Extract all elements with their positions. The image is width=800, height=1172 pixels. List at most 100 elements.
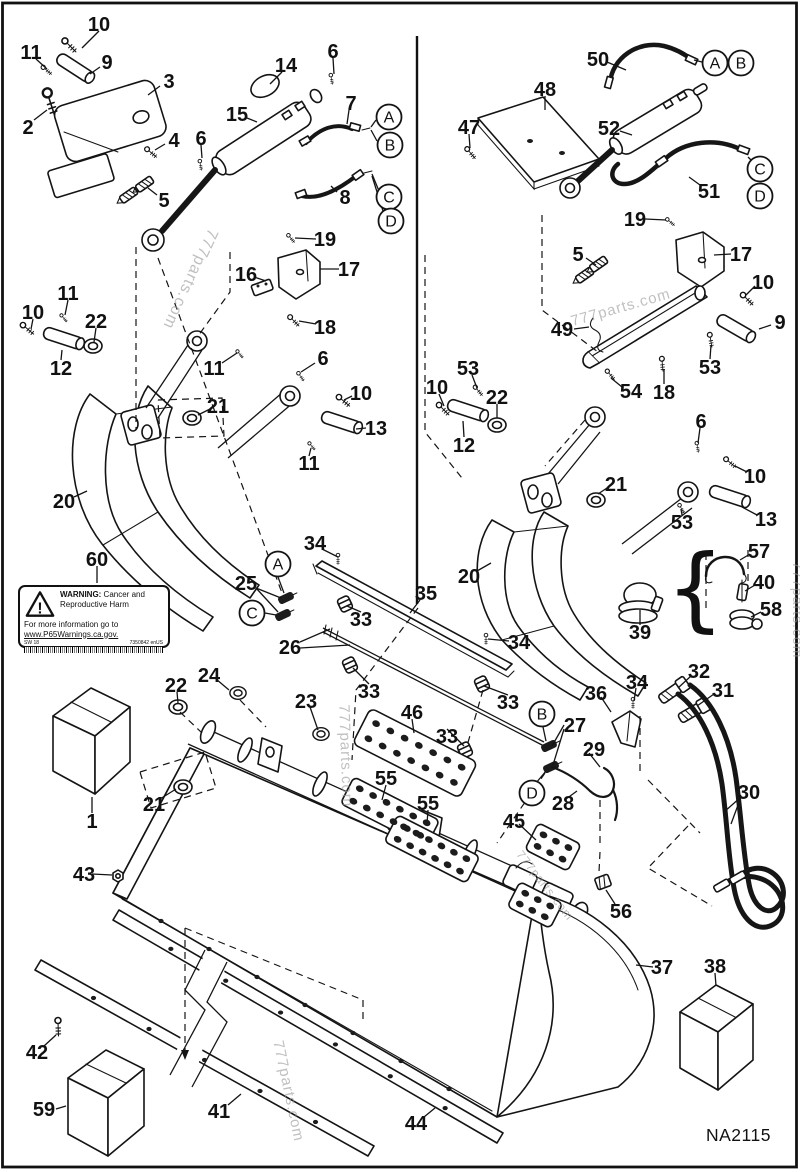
bolt-hole-dot <box>206 946 212 952</box>
part-bolt-19 <box>285 232 297 245</box>
dashed-construction-line <box>197 252 231 337</box>
watermark: 777parts.com <box>790 562 800 659</box>
letter-D: D <box>526 786 538 803</box>
part-pin-12b <box>445 397 491 424</box>
leader-line <box>269 71 283 85</box>
leader-line <box>713 253 732 256</box>
label-code-left: SW 18 <box>24 640 40 646</box>
callout-22: 22 <box>486 387 508 409</box>
leader-line <box>60 349 63 361</box>
part-screw-4 <box>143 145 159 160</box>
callout-35: 35 <box>415 583 437 605</box>
leader-line <box>709 344 712 360</box>
callout-9: 9 <box>774 312 785 334</box>
part-clamp-58 <box>729 609 763 630</box>
callout-10: 10 <box>744 466 766 488</box>
callout-57: 57 <box>748 541 770 563</box>
leader-line <box>277 576 285 594</box>
leader-line <box>147 187 158 196</box>
leader-line <box>370 119 377 128</box>
leader-line <box>697 427 701 444</box>
part-screw-5d <box>584 254 610 277</box>
svg-text:!: ! <box>37 600 42 617</box>
prop65-warning-label: ! WARNING: Cancer and Reproductive Harm … <box>18 585 170 653</box>
callout-20: 20 <box>53 491 75 513</box>
leader-line <box>741 506 758 516</box>
part-clamp-39 <box>618 582 664 624</box>
callout-18: 18 <box>653 382 675 404</box>
leader-line <box>299 628 331 643</box>
leader-line <box>745 285 756 296</box>
bolt-hole-dot <box>302 1002 308 1008</box>
part-screw-54 <box>603 367 617 382</box>
leader-line <box>610 377 623 388</box>
part-ring-14 <box>250 73 280 99</box>
callout-10: 10 <box>22 302 44 324</box>
leader-line <box>321 548 339 558</box>
letter-C: C <box>383 190 395 207</box>
callout-11: 11 <box>203 358 224 380</box>
leader-line <box>552 728 565 766</box>
leader-line <box>696 693 715 707</box>
part-bracket-36 <box>611 710 642 748</box>
part-hoses-30 <box>675 682 786 930</box>
callout-31: 31 <box>712 680 734 702</box>
dashed-construction-line <box>647 825 713 907</box>
leader-line <box>215 678 230 691</box>
warning-info: For more information go to www.P65Warnin… <box>24 620 163 639</box>
callout-22: 22 <box>85 311 107 333</box>
leader-line <box>677 675 692 689</box>
callout-34: 34 <box>304 533 327 555</box>
callout-23: 23 <box>295 691 317 713</box>
dashed-construction-line <box>647 779 701 834</box>
leader-line <box>565 790 578 800</box>
part-bushing-23 <box>312 726 330 742</box>
leader-line <box>371 173 380 192</box>
part-cylinder-15 <box>141 88 323 252</box>
callout-11: 11 <box>57 283 78 305</box>
part-bolt-19b <box>664 216 677 228</box>
callout-12: 12 <box>453 435 475 457</box>
part-bracket-17b <box>675 231 725 288</box>
bolt-hole-dot <box>332 1042 339 1047</box>
part-bracket-17a <box>277 249 321 300</box>
dashed-construction-line <box>157 397 225 439</box>
callout-6: 6 <box>317 348 328 370</box>
callout-59: 59 <box>33 1099 55 1121</box>
bolt-hole-dot <box>168 946 174 951</box>
letter-circle-B <box>727 49 755 77</box>
dashed-construction-line <box>466 689 484 747</box>
dashed-construction-line <box>351 607 419 761</box>
leader-line <box>246 117 258 123</box>
leader-line <box>355 427 367 430</box>
leader-line <box>73 490 88 498</box>
letter-B: B <box>385 138 396 155</box>
leader-line <box>309 706 319 731</box>
leader-line <box>605 889 616 905</box>
warning-url: www.P65Warnings.ca.gov. <box>24 629 119 639</box>
dashed-construction-line <box>598 851 601 873</box>
part-bolt-6c <box>295 370 306 383</box>
leader-line <box>147 85 161 96</box>
callout-19: 19 <box>624 209 646 231</box>
part-plate-55b <box>385 815 479 883</box>
dashed-construction-line <box>179 711 203 734</box>
leader-line <box>744 584 756 592</box>
callout-33: 33 <box>350 609 372 631</box>
callout-21: 21 <box>605 474 627 496</box>
callout-20: 20 <box>458 566 480 588</box>
part-grapple-left-20 <box>71 330 301 632</box>
part-elbow-31 <box>677 696 712 724</box>
leader-line <box>300 362 316 373</box>
leader-line <box>81 30 100 49</box>
callout-53: 53 <box>699 357 721 379</box>
callout-21: 21 <box>207 396 229 418</box>
callout-36: 36 <box>585 683 607 705</box>
callout-19: 19 <box>314 229 336 251</box>
part-hose-51 <box>610 140 751 187</box>
callout-9: 9 <box>101 52 112 74</box>
callout-11: 11 <box>20 42 41 64</box>
part-cylinder-52 <box>559 83 708 199</box>
callout-6: 6 <box>195 128 206 150</box>
